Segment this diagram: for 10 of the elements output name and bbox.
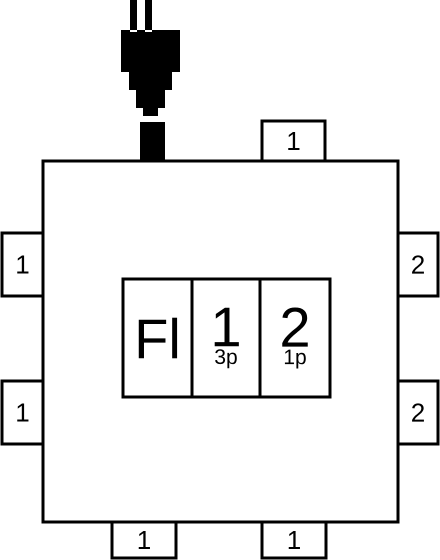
port-box: 1 bbox=[0, 232, 44, 298]
cell-box: Fl bbox=[122, 278, 194, 398]
port-box: 2 bbox=[396, 380, 440, 446]
port-box: 2 bbox=[396, 232, 440, 298]
port-box: 1 bbox=[0, 380, 44, 446]
port-box: 1 bbox=[260, 120, 326, 162]
cell-box: 1 3p bbox=[190, 278, 262, 398]
port-box: 1 bbox=[260, 520, 328, 560]
port-box: 1 bbox=[110, 520, 178, 560]
cell-box: 2 1p bbox=[258, 278, 332, 398]
